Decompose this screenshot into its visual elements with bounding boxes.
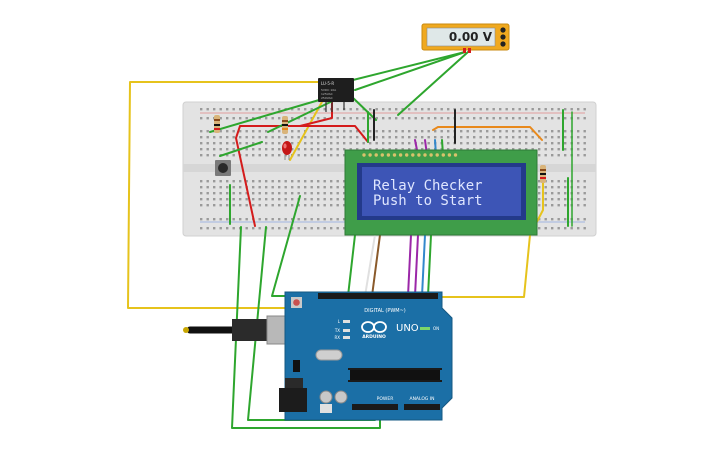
digital-label: DIGITAL (PWM~) [364,308,406,314]
relay-line-2: 125VAC [321,92,333,96]
wire-green-mm3 [397,51,469,116]
resistor-middle[interactable] [282,116,288,134]
wire-green-relay3 [349,94,377,121]
wire-red-2 [299,125,369,143]
led-label-tx: TX [334,328,340,333]
wire-green-bb [219,141,263,157]
led-label-l: L [338,319,341,324]
power-jack[interactable] [285,378,303,390]
relay-line-1: 5VDC 10A [321,88,337,92]
analog-label: ANALOG IN [409,396,434,402]
wire-green-mm1 [344,51,466,83]
wire-green-2 [427,234,432,297]
board-leds: L TX RX ON [334,319,439,340]
red-led[interactable] [282,141,292,160]
lcd-pin-header [362,153,458,157]
atmega-chip [348,368,442,382]
resistor-left[interactable] [214,115,220,133]
relay-line-3: 250VAC [321,96,333,100]
resistor-right[interactable] [540,165,546,183]
power-label: POWER [377,396,394,402]
analog-header [404,404,440,410]
arduino-brand: ARDUINO [362,334,386,340]
wire-green-relay1 [209,97,327,133]
relay-model: LU-5-R [321,81,334,86]
multimeter-probe-red[interactable] [500,27,506,33]
wire-purple-2 [414,234,419,297]
arduino-model: UNO [396,323,419,334]
reset-button[interactable] [293,299,300,306]
wire-red-1 [235,99,333,227]
power-header [352,404,398,410]
multimeter-probe-v[interactable] [500,41,506,47]
wire-green-lcd [347,234,356,297]
wire-purple-1 [407,234,412,297]
digital-header [318,293,438,299]
arduino-logo: ARDUINO [361,321,387,340]
wire-blue-1 [421,234,426,297]
lcd-line-2: Push to Start [373,193,483,209]
wire-yellow-led [289,99,324,161]
led-label-rx: RX [334,335,340,340]
relay[interactable]: LU-5-R 5VDC 10A 125VAC 250VAC [318,78,354,112]
wire-brown-lcd [371,234,381,297]
multimeter-probe-com[interactable] [500,34,506,40]
multimeter[interactable]: 0.00 V [421,23,510,53]
wire-white-lcd [364,234,376,297]
lcd-line-1: Relay Checker [373,178,483,194]
wire-green-mm2 [354,51,466,91]
multimeter-reading: 0.00 V [449,30,493,44]
lcd-display[interactable]: Relay Checker Push to Start [344,149,538,236]
pushbutton[interactable] [215,160,231,176]
led-label-on: ON [433,326,439,331]
arduino-uno[interactable]: DIGITAL (PWM~) L TX RX ON ARDUINO UNO [279,291,453,421]
wire-orange [432,126,543,141]
